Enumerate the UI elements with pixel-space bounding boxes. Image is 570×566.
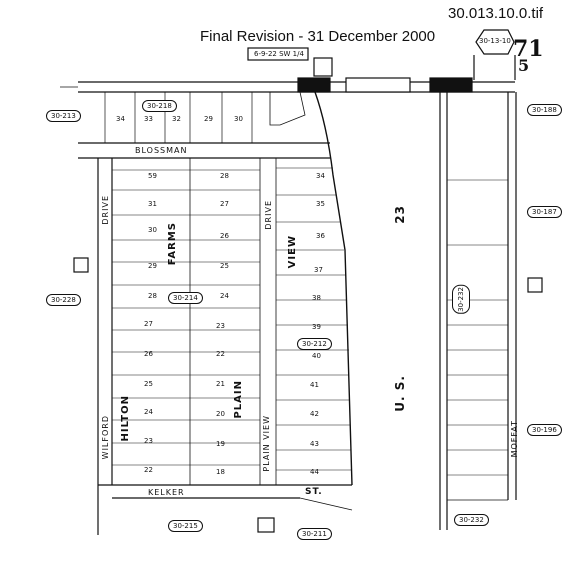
street-wilford: WILFORD <box>101 415 110 460</box>
lot-number: 26 <box>144 350 153 358</box>
lot-number: 29 <box>204 115 213 123</box>
file-name: 30.013.10.0.tif <box>448 5 544 22</box>
lot-number: 18 <box>216 468 225 476</box>
street-blossman: BLOSSMAN <box>135 146 188 155</box>
lot-number: 36 <box>316 232 325 240</box>
corner-number: 71 <box>513 36 544 62</box>
lot-number: 20 <box>216 410 225 418</box>
parcel-tag: 30-211 <box>297 528 332 540</box>
corner-letter: 5 <box>518 56 530 75</box>
lot-number: 33 <box>144 115 153 123</box>
lot-number: 30 <box>148 226 157 234</box>
parcel-tag: 30-196 <box>527 424 562 436</box>
parcel-tag: 30-232 <box>452 285 470 314</box>
lot-number: 25 <box>220 262 229 270</box>
lot-number: 34 <box>116 115 125 123</box>
lot-number: 40 <box>312 352 321 360</box>
street-drive-left: DRIVE <box>101 195 110 225</box>
parcel-tag: 30-187 <box>527 206 562 218</box>
lot-number: 19 <box>216 440 225 448</box>
street-plain: PLAIN <box>233 380 244 419</box>
lot-number: 43 <box>310 440 319 448</box>
lot-number: 59 <box>148 172 157 180</box>
lot-number: 28 <box>148 292 157 300</box>
street-farms: FARMS <box>167 222 178 266</box>
lot-number: 23 <box>216 322 225 330</box>
lot-number: 29 <box>148 262 157 270</box>
lot-number: 22 <box>144 466 153 474</box>
lot-number: 44 <box>310 468 319 476</box>
highway-route: 23 <box>393 205 407 224</box>
lot-number: 37 <box>314 266 323 274</box>
lot-number: 25 <box>144 380 153 388</box>
lot-number: 34 <box>316 172 325 180</box>
street-moffat: MOFFAT <box>510 420 519 458</box>
street-drive-right: DRIVE <box>264 200 273 230</box>
highway-us: U. S. <box>393 375 407 412</box>
lot-number: 38 <box>312 294 321 302</box>
parcel-tag: 30-232 <box>454 514 489 526</box>
street-kelker: KELKER <box>148 488 185 497</box>
parcel-tag: 30-214 <box>168 292 203 304</box>
parcel-tag: 30-218 <box>142 100 177 112</box>
street-view: VIEW <box>287 235 298 269</box>
lot-number: 24 <box>220 292 229 300</box>
lot-number: 39 <box>312 323 321 331</box>
lot-number: 35 <box>316 200 325 208</box>
street-plain-view: PLAIN VIEW <box>262 415 271 472</box>
street-st: ST. <box>305 487 323 497</box>
parcel-tag: 30-213 <box>46 110 81 122</box>
lot-number: 31 <box>148 200 157 208</box>
street-hilton: HILTON <box>120 395 131 442</box>
lot-number: 30 <box>234 115 243 123</box>
lot-number: 22 <box>216 350 225 358</box>
parcel-tag: 30-215 <box>168 520 203 532</box>
lot-number: 27 <box>220 200 229 208</box>
parcel-tag: 30-212 <box>297 338 332 350</box>
lot-number: 26 <box>220 232 229 240</box>
parcel-tag: 30-188 <box>527 104 562 116</box>
lot-number: 28 <box>220 172 229 180</box>
lot-number: 23 <box>144 437 153 445</box>
lot-number: 24 <box>144 408 153 416</box>
parcel-tag: 30-228 <box>46 294 81 306</box>
lot-number: 32 <box>172 115 181 123</box>
lot-number: 27 <box>144 320 153 328</box>
lot-number: 21 <box>216 380 225 388</box>
revision-title: Final Revision - 31 December 2000 <box>200 28 436 45</box>
corner-tag: 30-13-10 <box>479 37 511 45</box>
top-box-text: 6-9-22 SW 1/4 <box>254 50 304 58</box>
lot-number: 42 <box>310 410 319 418</box>
lot-number: 41 <box>310 381 319 389</box>
